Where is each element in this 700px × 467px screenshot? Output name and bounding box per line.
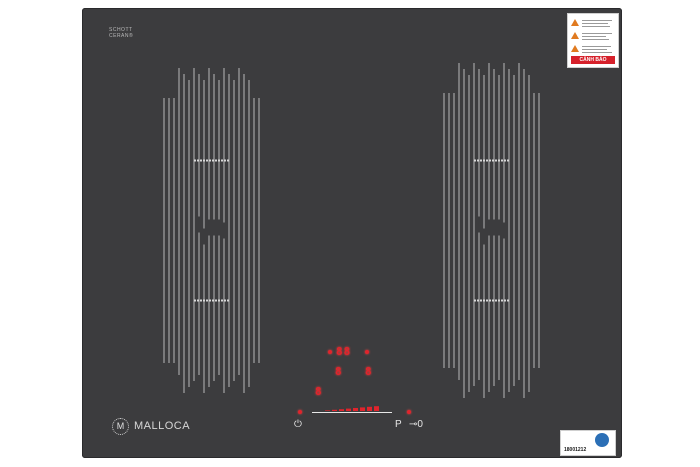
brand-name: MALLOCA	[134, 420, 191, 432]
slider-level-segment	[325, 410, 330, 411]
cooking-zones-graphic	[163, 63, 540, 398]
induction-cooktop: SCHOTT CERAN® CẢNH BÁO 88 8 8 8 ⏻ P ⊸0 M…	[82, 8, 622, 458]
slider-level-segment	[353, 408, 358, 411]
timer-indicator-left[interactable]	[328, 350, 332, 354]
warning-row	[571, 19, 615, 29]
warning-triangle-icon	[571, 45, 579, 52]
zone-display-bottom-left[interactable]: 8	[315, 385, 323, 398]
slider-track[interactable]	[312, 412, 392, 413]
slider-level-segment	[339, 409, 344, 411]
service-label: 18001212	[560, 430, 616, 456]
warning-row	[571, 32, 615, 42]
lock-button[interactable]: ⊸0	[409, 419, 423, 430]
timer-indicator-right[interactable]	[365, 350, 369, 354]
zone-display-left[interactable]: 8	[335, 365, 343, 378]
timer-display: 88	[336, 345, 352, 358]
warning-title: CẢNH BÁO	[571, 56, 615, 64]
slider-level-segment	[374, 406, 379, 411]
brand-logo-icon: M	[112, 418, 129, 435]
slider-level-segment	[346, 408, 351, 411]
slider-level-segment	[332, 409, 337, 411]
pause-button[interactable]: P	[395, 419, 402, 430]
warning-row	[571, 45, 615, 55]
slider-level-segment	[367, 406, 372, 411]
slider-level-segment	[360, 407, 365, 411]
warning-sticker: CẢNH BÁO	[567, 13, 619, 68]
zone-display-right[interactable]: 8	[365, 365, 373, 378]
power-slider[interactable]	[312, 405, 386, 411]
schott-ceran-logo: SCHOTT CERAN®	[109, 27, 134, 39]
power-indicator	[298, 410, 302, 414]
hotline-number: 18001212	[564, 447, 587, 453]
warning-triangle-icon	[571, 19, 579, 26]
warning-triangle-icon	[571, 32, 579, 39]
pause-indicator	[407, 410, 411, 414]
power-button[interactable]: ⏻	[294, 419, 302, 430]
technician-icon	[595, 433, 609, 447]
